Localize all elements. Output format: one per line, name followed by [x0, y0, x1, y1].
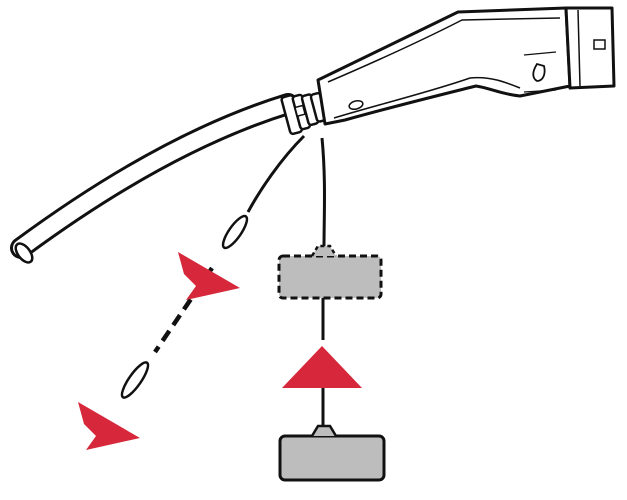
- arrow-cap-attach: [282, 346, 362, 388]
- arrow-tether-removal: [78, 252, 240, 450]
- cap-tether: [120, 134, 326, 428]
- charging-cable: [10, 93, 299, 264]
- charging-connector-handle: [280, 6, 616, 136]
- protective-cap-attached: [278, 424, 386, 482]
- protective-cap-detached: [277, 244, 383, 300]
